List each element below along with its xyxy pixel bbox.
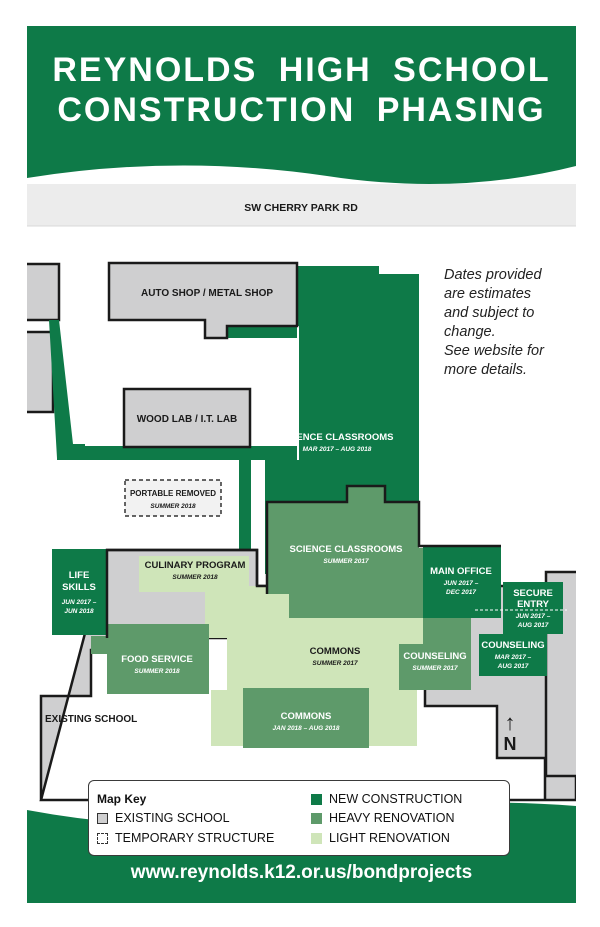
website-link[interactable]: www.reynolds.k12.or.us/bondprojects bbox=[130, 862, 473, 883]
temporary-structure-swatch bbox=[97, 833, 108, 844]
road-label: SW CHERRY PARK RD bbox=[244, 202, 358, 214]
road-band bbox=[27, 184, 576, 226]
life-skills-date-2: JUN 2018 bbox=[64, 608, 94, 615]
science-heavy-label: SCIENCE CLASSROOMS bbox=[290, 544, 403, 555]
legend-heavy: HEAVY RENOVATION bbox=[329, 811, 455, 825]
counseling-new-date-1: MAR 2017 – bbox=[495, 654, 532, 661]
science-new-label: SCIENCE CLASSROOMS bbox=[281, 432, 394, 443]
counseling-heavy-label: COUNSELING bbox=[403, 651, 466, 662]
note-line: more details. bbox=[444, 362, 528, 378]
portable-label: PORTABLE REMOVED bbox=[130, 489, 216, 498]
secure-entry-date-1: JUN 2017 – bbox=[516, 613, 551, 620]
existing-building-left-top bbox=[27, 262, 61, 322]
auto-shop-metal-shop bbox=[107, 261, 299, 340]
auto-shop-label: AUTO SHOP / METAL SHOP bbox=[141, 288, 273, 299]
culinary-label: CULINARY PROGRAM bbox=[145, 560, 246, 571]
main-office-date-1: JUN 2017 – bbox=[444, 580, 479, 587]
legend-existing: EXISTING SCHOOL bbox=[115, 811, 230, 825]
secure-entry-label-2: ENTRY bbox=[517, 599, 550, 610]
heavy-renovation-swatch bbox=[311, 813, 322, 824]
life-skills bbox=[52, 549, 107, 635]
light-renovation-swatch bbox=[311, 833, 322, 844]
life-skills-label-1: LIFE bbox=[69, 570, 90, 581]
existing-school-swatch bbox=[97, 813, 108, 824]
page-title: REYNOLDS HIGH SCHOOL CONSTRUCTION PHASIN… bbox=[27, 50, 576, 130]
dates-disclaimer-note: Dates provided are estimates and subject… bbox=[444, 266, 569, 380]
map-key: Map Key EXISTING SCHOOL TEMPORARY STRUCT… bbox=[88, 780, 510, 856]
secure-entry-date-2: AUG 2017 bbox=[517, 622, 549, 629]
legend-temporary: TEMPORARY STRUCTURE bbox=[115, 831, 275, 845]
counseling-new bbox=[479, 634, 547, 676]
main-office bbox=[423, 546, 501, 618]
existing-building-left-mid bbox=[27, 330, 55, 414]
science-new-date: MAR 2017 – AUG 2018 bbox=[303, 446, 372, 453]
portable-date: SUMMER 2018 bbox=[150, 503, 196, 510]
wood-lab-it-lab bbox=[122, 387, 252, 449]
culinary-program bbox=[139, 556, 249, 638]
campus-map: SW CHERRY PARK RD AUTO SHOP / METAL SHOP… bbox=[27, 165, 576, 826]
poster: SW CHERRY PARK RD AUTO SHOP / METAL SHOP… bbox=[27, 26, 576, 903]
commons-heavy-date: JAN 2018 – AUG 2018 bbox=[273, 725, 340, 732]
food-service-label: FOOD SERVICE bbox=[121, 654, 193, 665]
commons-light-label: COMMONS bbox=[310, 646, 361, 657]
science-heavy-date: SUMMER 2017 bbox=[323, 558, 369, 565]
life-skills-label-2: SKILLS bbox=[62, 582, 96, 593]
counseling-new-label: COUNSELING bbox=[481, 640, 544, 651]
counseling-heavy-date: SUMMER 2017 bbox=[412, 665, 458, 672]
title-line-1: REYNOLDS HIGH SCHOOL bbox=[52, 51, 551, 89]
existing-school-label: EXISTING SCHOOL bbox=[45, 714, 137, 725]
title-line-2: CONSTRUCTION PHASING bbox=[57, 91, 546, 129]
commons-heavy-label: COMMONS bbox=[281, 711, 332, 722]
secure-entry-label-1: SECURE bbox=[513, 588, 553, 599]
wood-lab-label: WOOD LAB / I.T. LAB bbox=[137, 414, 238, 425]
map-key-title: Map Key bbox=[97, 792, 147, 806]
note-line: Dates provided bbox=[444, 267, 542, 283]
new-construction-swatch bbox=[311, 794, 322, 805]
north-arrow-icon: ↑ bbox=[505, 710, 516, 735]
north-label: N bbox=[504, 734, 517, 754]
counseling-heavy bbox=[399, 618, 471, 690]
food-service-date: SUMMER 2018 bbox=[134, 668, 180, 675]
secure-entry bbox=[503, 582, 563, 634]
note-line: change. bbox=[444, 324, 496, 340]
commons-light-date: SUMMER 2017 bbox=[312, 660, 358, 667]
food-service bbox=[91, 624, 209, 694]
main-office-date-2: DEC 2017 bbox=[446, 589, 476, 596]
legend-light: LIGHT RENOVATION bbox=[329, 831, 450, 845]
commons-heavy-renovation bbox=[243, 688, 369, 748]
new-walkway-left bbox=[49, 320, 85, 458]
portable-removed bbox=[124, 479, 222, 517]
counseling-new-date-2: AUG 2017 bbox=[497, 663, 529, 670]
main-office-label: MAIN OFFICE bbox=[430, 566, 492, 577]
legend-new: NEW CONSTRUCTION bbox=[329, 792, 463, 806]
culinary-date: SUMMER 2018 bbox=[172, 574, 218, 581]
new-walkway-horizontal bbox=[57, 446, 297, 460]
life-skills-date-1: JUN 2017 – bbox=[62, 599, 97, 606]
note-line: are estimates bbox=[444, 286, 532, 302]
new-walkway-vertical bbox=[239, 460, 251, 550]
science-classrooms-heavy bbox=[267, 486, 423, 618]
note-line: and subject to bbox=[444, 305, 535, 321]
note-line: See website for bbox=[444, 343, 544, 359]
